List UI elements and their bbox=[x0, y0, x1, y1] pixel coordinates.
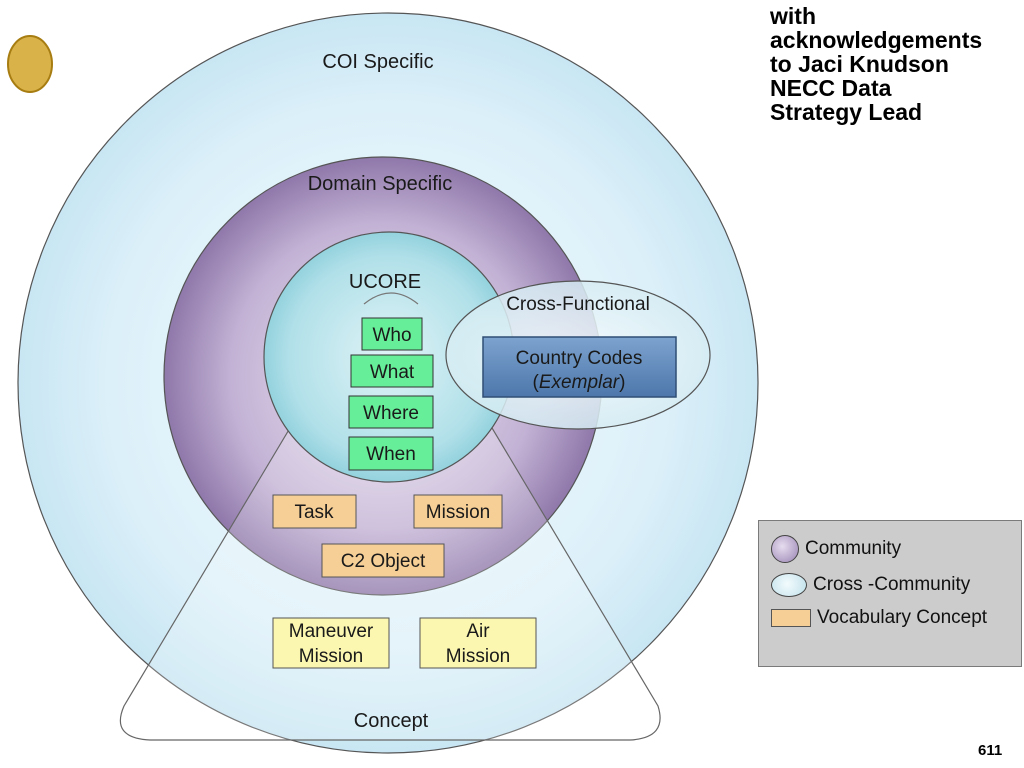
legend: Community Cross -Community Vocabulary Co… bbox=[758, 520, 1022, 667]
ack-line: with bbox=[770, 3, 816, 29]
ucore-label: UCORE bbox=[349, 271, 421, 293]
legend-cross-community-label: Cross -Community bbox=[813, 574, 971, 595]
legend-vocabulary-label: Vocabulary Concept bbox=[817, 607, 988, 628]
svg-text:Air: Air bbox=[466, 621, 490, 642]
country-codes-label: Country Codes bbox=[516, 348, 643, 369]
svg-text:Mission: Mission bbox=[446, 646, 510, 667]
page-number: 611 bbox=[978, 742, 1003, 759]
country-codes-box: Country Codes (Exemplar) bbox=[482, 336, 677, 398]
svg-text:Where: Where bbox=[363, 403, 419, 424]
svg-text:When: When bbox=[366, 444, 416, 465]
ack-line: acknowledgements bbox=[770, 27, 983, 53]
community-swatch-icon bbox=[771, 535, 799, 563]
vocabulary-swatch-icon bbox=[771, 609, 811, 627]
legend-cross-community: Cross -Community bbox=[771, 573, 970, 597]
svg-text:Maneuver: Maneuver bbox=[289, 621, 374, 642]
concept-label: Concept bbox=[354, 710, 429, 732]
ucore-when-box: When bbox=[348, 436, 434, 471]
legend-vocabulary: Vocabulary Concept bbox=[771, 607, 987, 629]
cross-community-swatch-icon bbox=[771, 573, 807, 597]
ucore-where-box: Where bbox=[348, 395, 434, 429]
cross-functional-label: Cross-Functional bbox=[506, 294, 650, 315]
ucore-who-box: Who bbox=[361, 317, 423, 351]
svg-text:What: What bbox=[370, 362, 415, 383]
legend-community-label: Community bbox=[805, 538, 902, 559]
svg-text:Who: Who bbox=[372, 325, 411, 346]
mission-box: Mission bbox=[413, 494, 503, 529]
svg-text:Task: Task bbox=[294, 502, 334, 523]
domain-specific-label: Domain Specific bbox=[308, 173, 453, 195]
ack-line: Strategy Lead bbox=[770, 99, 923, 125]
ack-line: to Jaci Knudson bbox=[770, 51, 949, 77]
ucore-what-box: What bbox=[350, 354, 434, 388]
ack-line: NECC Data bbox=[770, 75, 892, 101]
legend-community: Community bbox=[771, 535, 901, 563]
svg-text:Mission: Mission bbox=[299, 646, 363, 667]
maneuver-mission-box: Maneuver Mission bbox=[272, 617, 390, 669]
svg-text:C2 Object: C2 Object bbox=[341, 551, 426, 572]
emblem-icon bbox=[7, 35, 53, 93]
concept-triangle-apex bbox=[363, 292, 419, 305]
task-box: Task bbox=[272, 494, 357, 529]
acknowledgement-text: with acknowledgements to Jaci Knudson NE… bbox=[770, 4, 1020, 124]
coi-specific-label: COI Specific bbox=[322, 51, 433, 73]
c2-object-box: C2 Object bbox=[321, 543, 445, 578]
country-codes-exemplar: (Exemplar) bbox=[533, 372, 626, 393]
svg-text:Mission: Mission bbox=[426, 502, 490, 523]
air-mission-box: Air Mission bbox=[419, 617, 537, 669]
